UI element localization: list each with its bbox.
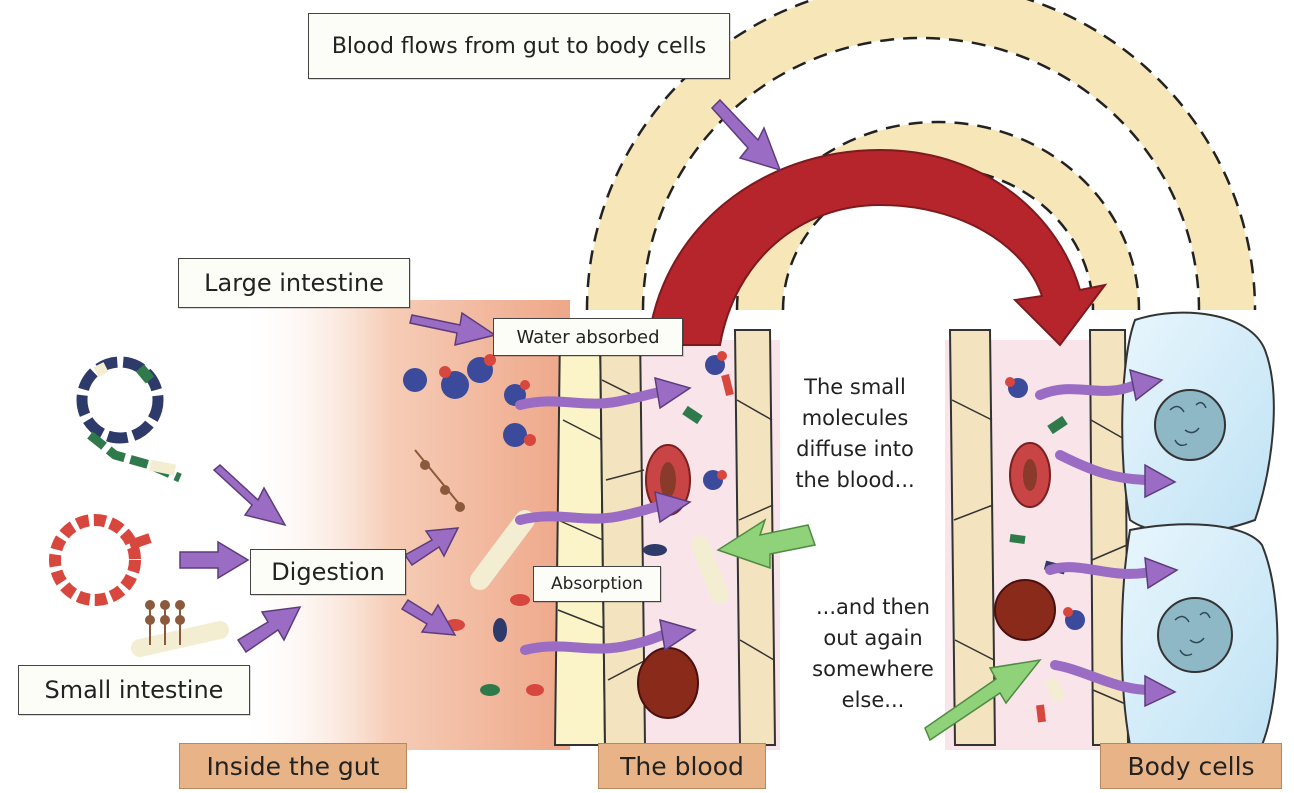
gut-wall — [555, 330, 646, 745]
large-intestine-label: Large intestine — [178, 258, 410, 308]
water-absorbed-label: Water absorbed — [493, 318, 683, 356]
small-intestine-label: Small intestine — [18, 665, 250, 715]
blood-flow-label: Blood flows from gut to body cells — [308, 13, 730, 79]
section-label-cells: Body cells — [1100, 743, 1282, 789]
out-again-text: ...and then out again somewhere else... — [803, 592, 943, 716]
diffuse-text: The small molecules diffuse into the blo… — [775, 372, 935, 496]
section-label-gut: Inside the gut — [179, 743, 407, 789]
nucleus-bottom — [1158, 598, 1232, 672]
digestion-label: Digestion — [250, 549, 406, 595]
nucleus-top — [1155, 390, 1225, 460]
food-chains — [55, 362, 220, 648]
section-label-blood: The blood — [598, 743, 766, 789]
absorption-label: Absorption — [533, 566, 661, 602]
